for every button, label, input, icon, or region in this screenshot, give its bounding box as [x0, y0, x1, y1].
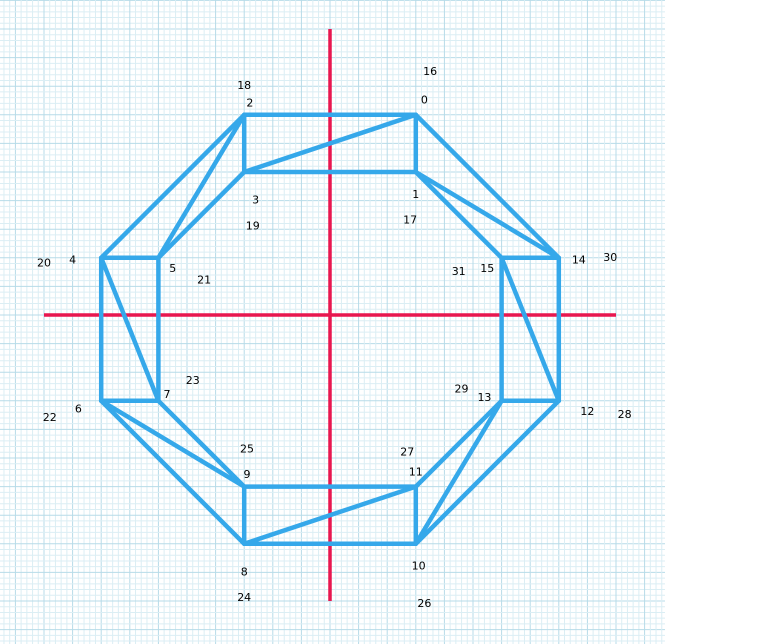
- vertex-label-27: 27: [400, 445, 414, 458]
- vertex-label-19: 19: [246, 219, 260, 232]
- edge-8-11: [241, 484, 419, 547]
- edge-14-0: [413, 112, 562, 261]
- vertex-label-20: 20: [37, 257, 51, 270]
- vertex-label-17: 17: [403, 214, 417, 227]
- vertex-label-4: 4: [69, 254, 76, 267]
- vertex-label-23: 23: [186, 374, 200, 387]
- edge-3-5: [156, 169, 247, 261]
- vertex-labels: 0 16 1 17 2 18 3 19 4 20 5 21 6 22 7 23 8 24 9 25 10 26 11 27 12…: [37, 65, 632, 610]
- edge-10-12: [413, 398, 562, 547]
- edge-2-4: [98, 112, 247, 261]
- edges: [98, 112, 562, 547]
- vertex-label-29: 29: [455, 382, 469, 395]
- edge-6-8: [98, 398, 247, 547]
- vertex-label-16: 16: [423, 65, 437, 78]
- vertex-label-15: 15: [480, 262, 494, 275]
- edge-2-5: [156, 112, 247, 261]
- vertex-label-8: 8: [241, 565, 248, 578]
- vertex-label-10: 10: [412, 560, 426, 573]
- vertex-label-7: 7: [163, 388, 170, 401]
- vertex-label-0: 0: [421, 94, 428, 107]
- vertex-label-11: 11: [409, 465, 423, 478]
- edge-6-9: [98, 398, 247, 489]
- edge-4-7: [98, 255, 161, 404]
- vertex-label-18: 18: [237, 79, 251, 92]
- vertex-label-28: 28: [618, 408, 632, 421]
- vertex-label-5: 5: [169, 262, 176, 275]
- edge-10-13: [413, 398, 504, 547]
- axes: [44, 29, 616, 601]
- vertex-label-13: 13: [477, 391, 491, 404]
- vertex-label-14: 14: [572, 254, 586, 267]
- vertex-label-21: 21: [197, 274, 211, 287]
- vertex-label-12: 12: [580, 405, 594, 418]
- edge-15-1: [413, 169, 504, 261]
- edge-7-9: [156, 398, 247, 489]
- vertex-label-9: 9: [244, 468, 251, 481]
- vertex-label-22: 22: [43, 411, 57, 424]
- vertex-label-2: 2: [246, 96, 253, 109]
- vertex-label-3: 3: [252, 194, 259, 207]
- edge-11-13: [413, 398, 504, 489]
- vertex-label-1: 1: [412, 188, 419, 201]
- vertex-label-6: 6: [75, 402, 82, 415]
- vertex-label-25: 25: [240, 442, 254, 455]
- edge-0-3: [241, 112, 419, 175]
- vertex-label-26: 26: [417, 597, 431, 610]
- vertex-label-31: 31: [452, 265, 466, 278]
- vertex-label-24: 24: [237, 591, 251, 604]
- edge-14-1: [413, 169, 562, 261]
- edge-12-15: [499, 255, 562, 404]
- vertex-label-30: 30: [603, 251, 617, 264]
